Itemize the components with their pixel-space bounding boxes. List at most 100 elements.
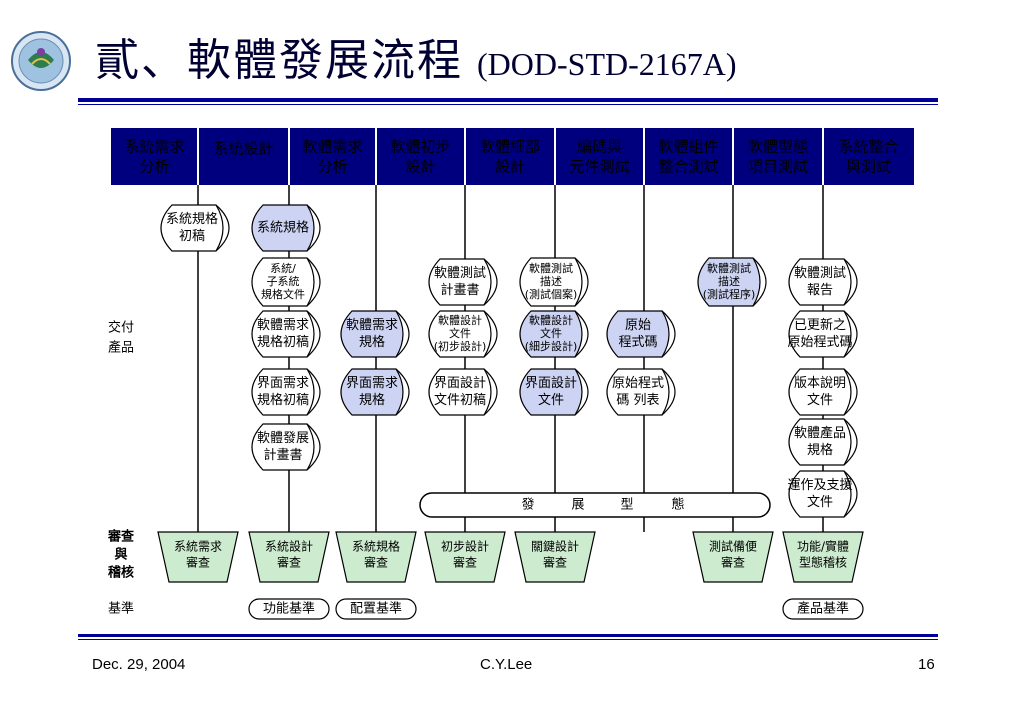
page-title-chinese: 貳、軟體發展流程 [95,35,463,86]
logo-emblem [10,30,72,92]
page-title: 貳、軟體發展流程 (DOD-STD-2167A) [95,24,737,86]
development-configuration-label: 型 [620,498,633,513]
phase-header-label: 設計 [405,158,435,176]
footer-rule-thin [78,639,938,640]
baseline-pill [782,598,864,620]
document-label: 描述 [540,274,562,288]
document-sys-spec: 系統規格 [251,204,321,252]
review-text: 審查 [721,555,745,570]
review-trapezoid [424,531,506,583]
phase-header-label: 分析 [317,158,347,176]
document-fold [574,368,589,416]
phase-header-label: 軟體型態 [748,138,808,156]
document-fold [306,368,321,416]
document-fold [752,257,767,307]
document-fold [843,418,858,466]
deliverables-label: 交付 [108,320,134,336]
review-text: 系統需求 [174,540,222,554]
document-label: 界面需求 [257,376,309,391]
document-fold [306,423,321,471]
footer-date: Dec. 29, 2004 [92,656,186,673]
document-label: 軟體設計 [438,313,482,327]
footer-rule [78,634,938,637]
development-configuration-label: 態 [671,497,684,513]
page-title-standard: (DOD-STD-2167A) [477,46,737,82]
document-label: 軟體發展 [257,430,309,446]
phase-header-band [111,128,914,185]
document-source-listing: 原始程式碼 列表 [606,368,676,416]
title-rule-thin [78,104,938,105]
review-label: 稽核 [108,565,134,581]
document-label: 界面需求 [346,376,398,391]
review-trapezoid [692,531,774,583]
review-text: 初步設計 [441,539,489,554]
document-label: 規格文件 [261,287,305,301]
deliverables-label: 產品 [108,340,134,356]
document-fold [843,310,858,358]
phase-header-label: 元件測試 [569,158,629,176]
document-label: 原始 [625,318,651,333]
document-label: 碼 列表 [616,393,659,408]
document-label: 軟體產品 [794,425,846,441]
document-label: (測試程序) [703,287,756,301]
development-configuration-label: 展 [571,498,584,513]
document-label: 原始程式碼 [787,335,852,350]
document-label: 文件 [807,393,833,408]
document-label: 版本說明 [794,375,846,391]
document-label: (初步設計) [434,339,487,353]
review-text: 型態稽核 [799,555,847,570]
document-label: 計畫書 [440,282,479,298]
document-fold [306,310,321,358]
document-label: 原始程式 [612,376,664,391]
review-text: 系統設計 [265,539,313,554]
document-label: 文件 [540,326,562,340]
document-fold [395,368,410,416]
document-fold [843,368,858,416]
document-label: 運作及支援 [787,478,852,493]
phase-header-label: 系統需求 [124,138,184,156]
document-label: 規格 [807,442,833,458]
document-fold [661,310,676,358]
document-fold [306,204,321,252]
title-rule [78,98,938,102]
document-label: 軟體測試 [529,261,573,275]
phase-header-label: 設計 [495,158,525,176]
document-label: 報告 [807,283,833,298]
baseline-pill [335,598,417,620]
phase-header-label: 軟體細部 [480,138,540,156]
phase-header-label: 項目測試 [748,158,808,176]
phase-header-label: 編碼與 [577,138,622,156]
document-label: 系統規格 [257,220,309,236]
document-source-code: 原始程式碼 [606,310,676,358]
document-label: 軟體測試 [707,261,751,275]
document-label: 系統規格 [166,211,218,227]
baseline-pill [248,598,330,620]
phase-header-label: 軟體初步 [390,138,450,156]
document-label: 計畫書 [263,447,302,463]
review-label: 與 [114,547,127,563]
document-label: (測試個案) [525,287,578,301]
review-text: 系統規格 [352,539,400,554]
document-label: 規格 [359,334,385,350]
document-label: 軟體測試 [794,265,846,281]
review-text: 審查 [186,555,210,570]
development-configuration-label: 發 [521,498,534,513]
review-trapezoid [335,531,417,583]
review-trapezoid [157,531,239,583]
